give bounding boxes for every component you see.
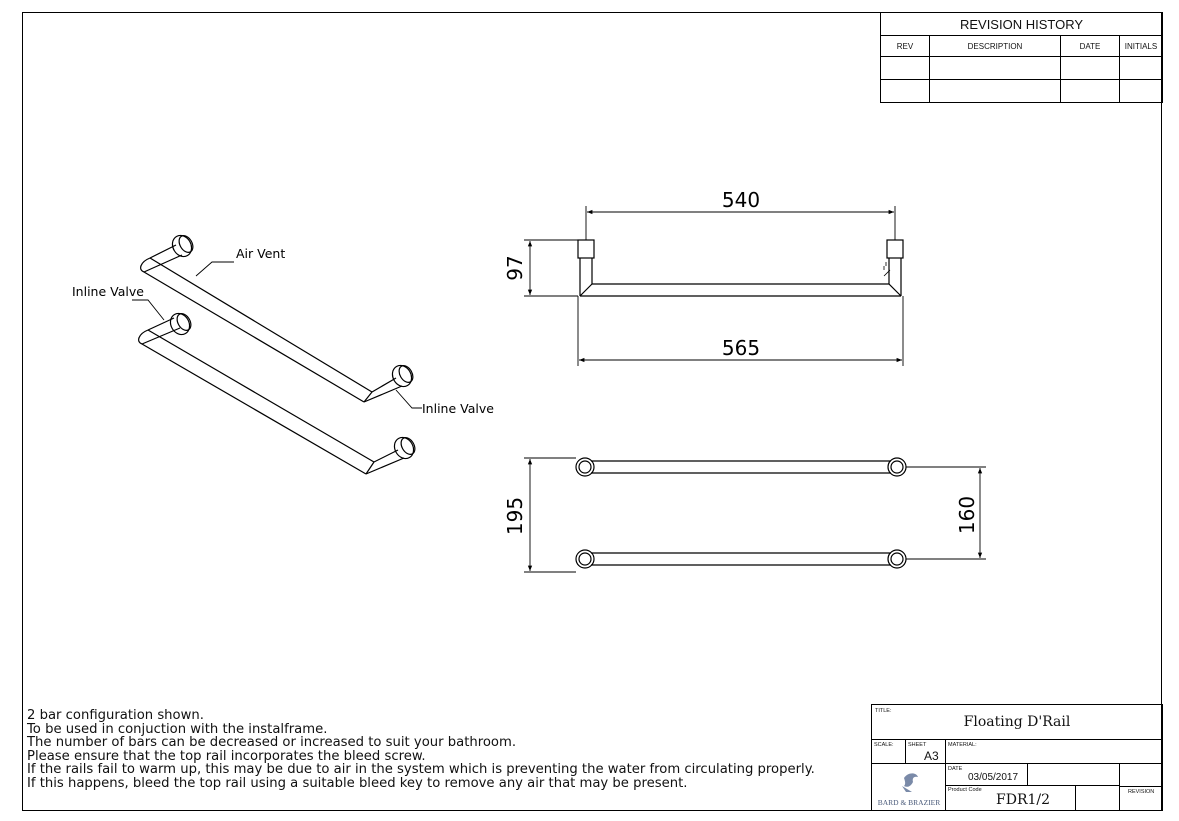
brand-wordmark: BARD & BRAZIER (878, 798, 941, 807)
revision-cell (1119, 56, 1163, 80)
note-line: 2 bar configuration shown. (27, 708, 204, 723)
inline-valve-leader (395, 389, 422, 409)
right-valve-body (886, 239, 904, 259)
plan-rail-upper (575, 457, 907, 477)
air-vent-label: Air Vent (236, 246, 285, 261)
note-line: Please ensure that the top rail incorpor… (27, 748, 426, 764)
revision-row (880, 79, 1163, 103)
drawing-date: 03/05/2017 (968, 772, 1019, 783)
product-code: FDR1/2 (996, 792, 1051, 808)
material-label: MATERIAL: (948, 742, 977, 748)
bard-brazier-logo-icon: BARD & BRAZIER (878, 773, 941, 807)
blank-cell (1076, 786, 1120, 810)
title-field-label: TITLE: (875, 708, 892, 714)
valve-cap (169, 312, 191, 336)
scale-cell: SCALE: (872, 740, 906, 764)
drawing-notes: 2 bar configuration shown. To be used in… (27, 709, 877, 791)
sheet-label: SHEET (908, 742, 927, 748)
left-valve-body (577, 239, 595, 259)
date-cell: DATE 03/05/2017 (946, 764, 1028, 786)
revision-cell (880, 79, 930, 103)
scale-label: SCALE: (874, 742, 894, 748)
note-line: To be used in conjuction with the instal… (27, 721, 328, 737)
valve-cap (393, 436, 415, 460)
sheet-cell: SHEET A3 (906, 740, 946, 764)
revision-cell (1119, 79, 1163, 103)
revision-cell (1060, 79, 1120, 103)
air-vent-leader (195, 261, 234, 277)
plan-view (575, 457, 907, 569)
title-block: TITLE: Floating D'Rail SCALE: SHEET A3 M… (871, 704, 1163, 811)
valve-cap (391, 364, 413, 388)
revision-cell: REVISION (1120, 764, 1162, 810)
revision-history-table: REVISION HISTORY REV DESCRIPTION DATE IN… (880, 12, 1163, 103)
inline-valve-label: Inline Valve (422, 401, 494, 416)
title-cell: TITLE: Floating D'Rail (872, 705, 1162, 740)
note-line: The number of bars can be decreased or i… (27, 735, 517, 751)
product-code-cell: Product Code FDR1/2 (946, 786, 1076, 810)
brand-cell: BARD & BRAZIER (872, 764, 946, 810)
plan-dimensions (524, 457, 986, 573)
blank-cell (1028, 764, 1120, 786)
isometric-view (132, 234, 422, 475)
dimension-label-195: 195 (503, 497, 527, 535)
note-line: If this happens, bleed the top rail usin… (27, 775, 688, 791)
valve-cap (171, 234, 193, 258)
dimension-label-540: 540 (722, 188, 760, 212)
revision-cell (929, 56, 1061, 80)
front-elevation (577, 239, 904, 297)
note-line: If the rails fail to warm up, this may b… (27, 762, 815, 778)
product-code-label: Product Code (948, 787, 982, 793)
lower-rail (138, 312, 416, 475)
revision-cell (929, 79, 1061, 103)
dimension-label-565: 565 (722, 336, 760, 360)
drawing-frame (22, 12, 1162, 811)
revision-label: REVISION (1128, 789, 1155, 795)
material-cell: MATERIAL: (946, 740, 1162, 764)
upper-rail (140, 234, 414, 403)
dimension-label-97: 97 (503, 255, 527, 280)
divider (1120, 786, 1162, 787)
inline-valve-label: Inline Valve (72, 284, 144, 299)
drawing-title: Floating D'Rail (963, 714, 1071, 730)
front-dimensions (524, 206, 904, 366)
sheet-size: A3 (924, 749, 939, 763)
date-label: DATE (948, 766, 963, 772)
plan-rail-lower (575, 549, 907, 569)
dimension-label-160: 160 (955, 496, 979, 534)
inline-valve-leader (132, 299, 165, 321)
